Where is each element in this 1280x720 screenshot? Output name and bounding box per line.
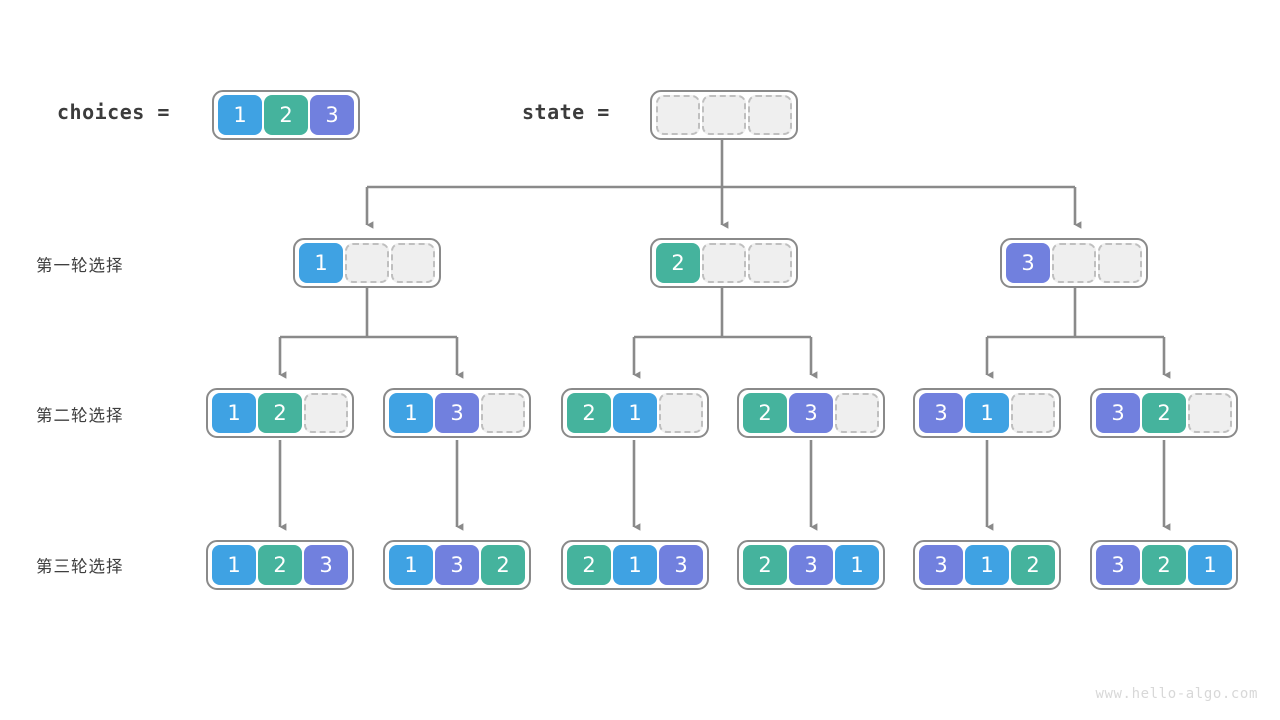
state-label: state = <box>522 100 610 124</box>
level3-node-123-cell-3: 3 <box>304 545 348 585</box>
level3-node-132-cell-2: 3 <box>435 545 479 585</box>
level2-node-32-cell-1: 3 <box>1096 393 1140 433</box>
level3-node-132-cell-1: 1 <box>389 545 433 585</box>
level2-node-31-cell-1: 3 <box>919 393 963 433</box>
level2-node-13-cell-2: 3 <box>435 393 479 433</box>
level2-node-23-cell-1: 2 <box>743 393 787 433</box>
level2-node-23-cell-2: 3 <box>789 393 833 433</box>
level3-node-231-cell-3: 1 <box>835 545 879 585</box>
level3-node-213-cell-3: 3 <box>659 545 703 585</box>
row-label-round-3: 第三轮选择 <box>36 557 124 576</box>
state-array-cell-3 <box>748 95 792 135</box>
level2-node-21-cell-1: 2 <box>567 393 611 433</box>
row-label-round-2: 第二轮选择 <box>36 406 124 425</box>
level3-node-123-cell-2: 2 <box>258 545 302 585</box>
level3-node-132-cell-3: 2 <box>481 545 525 585</box>
level3-node-231-cell-2: 3 <box>789 545 833 585</box>
row-label-round-1: 第一轮选择 <box>36 256 124 275</box>
level2-node-13-cell-1: 1 <box>389 393 433 433</box>
watermark: www.hello-algo.com <box>1095 686 1258 702</box>
choices-label: choices = <box>57 100 170 124</box>
level3-node-312-cell-2: 1 <box>965 545 1009 585</box>
level1-node-3: 3 <box>1000 238 1148 288</box>
level1-node-1-cell-3 <box>391 243 435 283</box>
level2-node-21-cell-2: 1 <box>613 393 657 433</box>
level1-node-3-cell-2 <box>1052 243 1096 283</box>
state-array <box>650 90 798 140</box>
level2-node-23-cell-3 <box>835 393 879 433</box>
level2-node-13-cell-3 <box>481 393 525 433</box>
level1-node-1-cell-2 <box>345 243 389 283</box>
level1-node-2-cell-1: 2 <box>656 243 700 283</box>
level1-node-3-cell-3 <box>1098 243 1142 283</box>
level3-node-312-cell-1: 3 <box>919 545 963 585</box>
level1-node-2-cell-2 <box>702 243 746 283</box>
level1-node-1-cell-1: 1 <box>299 243 343 283</box>
level2-node-12-cell-3 <box>304 393 348 433</box>
choices-array-cell-3: 3 <box>310 95 354 135</box>
level2-node-12-cell-2: 2 <box>258 393 302 433</box>
level3-node-123-cell-1: 1 <box>212 545 256 585</box>
level3-node-231-cell-1: 2 <box>743 545 787 585</box>
level1-node-3-cell-1: 3 <box>1006 243 1050 283</box>
level2-node-21-cell-3 <box>659 393 703 433</box>
level3-node-321-cell-1: 3 <box>1096 545 1140 585</box>
level3-node-213-cell-2: 1 <box>613 545 657 585</box>
level1-node-1: 1 <box>293 238 441 288</box>
level2-node-32-cell-3 <box>1188 393 1232 433</box>
state-array-cell-1 <box>656 95 700 135</box>
level2-node-31-cell-2: 1 <box>965 393 1009 433</box>
choices-array-cell-1: 1 <box>218 95 262 135</box>
level3-node-213-cell-1: 2 <box>567 545 611 585</box>
level3-node-312-cell-3: 2 <box>1011 545 1055 585</box>
level2-node-32-cell-2: 2 <box>1142 393 1186 433</box>
level2-node-31-cell-3 <box>1011 393 1055 433</box>
level2-node-12-cell-1: 1 <box>212 393 256 433</box>
choices-array-cell-2: 2 <box>264 95 308 135</box>
level1-node-2-cell-3 <box>748 243 792 283</box>
level3-node-321-cell-2: 2 <box>1142 545 1186 585</box>
state-array-cell-2 <box>702 95 746 135</box>
level3-node-321-cell-3: 1 <box>1188 545 1232 585</box>
level1-node-2: 2 <box>650 238 798 288</box>
